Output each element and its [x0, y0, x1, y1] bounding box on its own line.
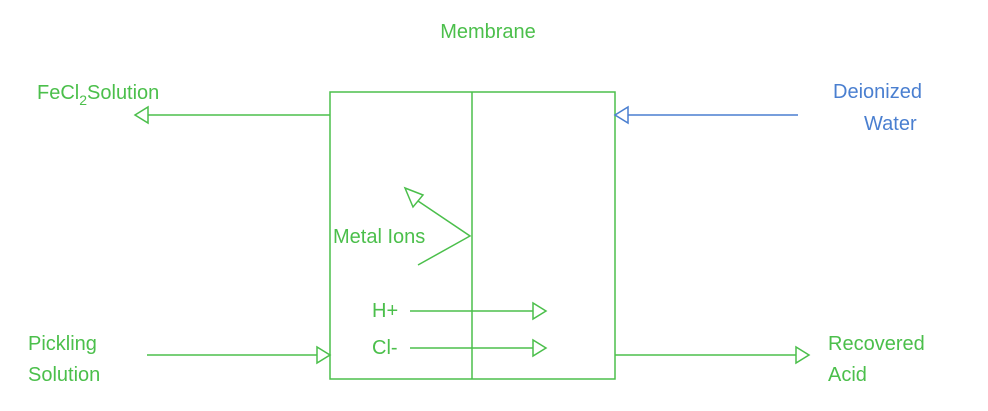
- metal-ions-arrow-head: [403, 186, 425, 209]
- deionized-water-label-line2: Water: [864, 113, 917, 135]
- pickling-solution-arrow-head: [316, 345, 332, 365]
- deionized-water-arrow-head: [613, 105, 629, 125]
- cl-minus-label: Cl-: [372, 337, 398, 359]
- h-plus-label: H+: [372, 300, 398, 322]
- metal-ions-path: [417, 200, 472, 266]
- membrane-label: Membrane: [440, 21, 536, 43]
- fecl2-arrow-head: [133, 105, 149, 125]
- recovered-acid-label-line2: Acid: [828, 364, 867, 386]
- cl-minus-arrow-head: [532, 338, 548, 358]
- h-plus-arrow-head: [532, 301, 548, 321]
- fecl2-solution-label: FeCl2Solution: [37, 82, 159, 108]
- pickling-solution-label-line1: Pickling: [28, 333, 97, 355]
- recovered-acid-label-line1: Recovered: [828, 333, 925, 355]
- deionized-water-label-line1: Deionized: [833, 81, 922, 103]
- recovered-acid-arrow-head: [795, 345, 811, 365]
- pickling-solution-label-line2: Solution: [28, 364, 100, 386]
- metal-ions-label: Metal Ions: [333, 226, 425, 248]
